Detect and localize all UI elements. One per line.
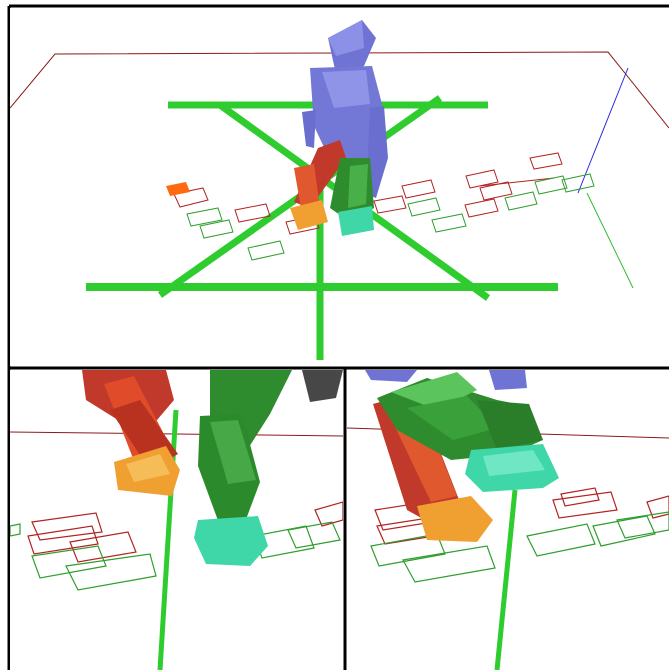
- right-closeup-scene: [347, 370, 669, 670]
- robot-legs-left: [82, 370, 343, 566]
- left-leg-closeup-view: [10, 370, 343, 670]
- overview-scene: [10, 20, 669, 360]
- start-marker: [166, 182, 190, 196]
- axis-blue-line: [577, 67, 629, 194]
- right-leg-closeup-view: [347, 370, 669, 670]
- left-closeup-scene: [10, 370, 343, 670]
- green-guide-line: [494, 489, 518, 670]
- humanoid-robot: [290, 20, 388, 236]
- footsteps-green: [186, 173, 595, 261]
- footsteps-green: [370, 511, 669, 583]
- robot-legs-right: [365, 370, 559, 542]
- robot-overview-view: [10, 8, 669, 366]
- footsteps-red: [173, 152, 563, 235]
- axis-green-line: [586, 192, 634, 289]
- footsteps-green: [10, 521, 341, 591]
- footsteps-red: [27, 501, 343, 563]
